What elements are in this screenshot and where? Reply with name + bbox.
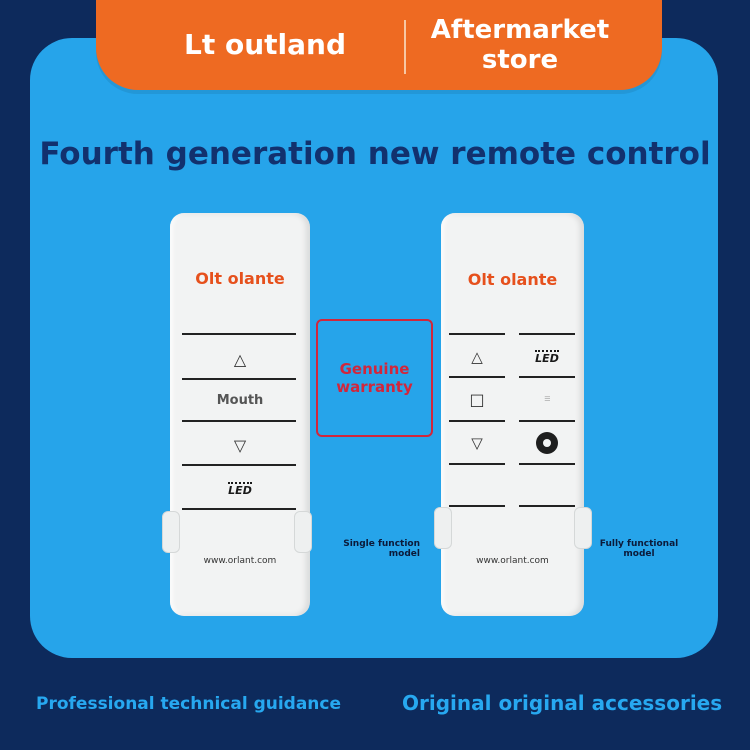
key-divider <box>182 378 296 380</box>
single-function-label: Single function model <box>330 539 420 559</box>
down-button[interactable]: ▽ <box>170 427 310 463</box>
mode-icon: ||| <box>544 396 550 402</box>
key-divider <box>449 505 505 507</box>
up-arrow-icon: △ <box>233 349 247 369</box>
remote-full-url: www.orlant.com <box>476 556 549 566</box>
fully-functional-label: Fully functional model <box>594 539 684 559</box>
blue-panel <box>30 38 718 658</box>
footer-accessories: Original original accessories <box>402 691 723 715</box>
stop-button[interactable]: □ <box>449 381 505 417</box>
key-divider <box>519 420 575 422</box>
warranty-line2: warranty <box>336 378 413 396</box>
banner-store-type-line1: Aftermarket <box>430 15 610 45</box>
remote-fully-functional: Olt olante △ LED □ ||| ▽ www.orlant.com <box>434 213 592 616</box>
led-button[interactable]: LED <box>170 471 310 507</box>
led-button[interactable]: LED <box>519 340 575 374</box>
up-arrow-icon: △ <box>471 348 483 366</box>
fan-icon <box>536 432 558 454</box>
banner-store-type-line2: store <box>481 45 559 75</box>
warranty-line1: Genuine <box>339 360 410 378</box>
led-icon: LED <box>535 350 559 365</box>
holder-clip-right <box>574 507 592 549</box>
fully-functional-label-line1: Fully functional <box>599 539 679 549</box>
holder-clip-left <box>162 511 180 553</box>
key-divider <box>449 333 505 335</box>
up-button[interactable]: △ <box>449 340 505 374</box>
up-button[interactable]: △ <box>170 341 310 377</box>
key-divider <box>519 333 575 335</box>
banner-divider <box>404 20 406 74</box>
remote-single-function: Olt olante △ Mouth ▽ LED www.orlant.com <box>162 213 312 616</box>
down-arrow-icon: ▽ <box>233 435 247 455</box>
single-function-label-line2: model <box>388 549 420 559</box>
key-divider <box>449 376 505 378</box>
genuine-warranty-badge: Genuine warranty <box>316 319 433 437</box>
holder-clip-right <box>294 511 312 553</box>
remote-single-url: www.orlant.com <box>203 556 277 566</box>
key-divider <box>519 376 575 378</box>
down-button[interactable]: ▽ <box>449 425 505 461</box>
mode-button[interactable]: ||| <box>519 381 575 417</box>
remote-full-brand: Olt olante <box>467 270 558 289</box>
key-divider <box>449 463 505 465</box>
banner-store-name: Lt outland <box>184 27 346 61</box>
key-divider <box>182 420 296 422</box>
stop-square-icon: □ <box>469 389 485 409</box>
middle-button[interactable]: Mouth <box>170 383 310 417</box>
top-banner <box>96 0 662 90</box>
holder-clip-left <box>434 507 452 549</box>
key-divider <box>519 463 575 465</box>
key-divider <box>182 464 296 466</box>
fan-button[interactable] <box>519 425 575 461</box>
key-divider <box>182 508 296 510</box>
headline: Fourth generation new remote control <box>39 136 711 172</box>
single-function-label-line1: Single function <box>343 539 420 549</box>
footer-guidance: Professional technical guidance <box>36 694 342 714</box>
led-icon: LED <box>228 482 252 497</box>
fully-functional-label-line2: model <box>623 549 655 559</box>
down-arrow-icon: ▽ <box>471 434 483 452</box>
key-divider <box>519 505 575 507</box>
middle-button-label: Mouth <box>216 392 264 408</box>
remote-single-brand: Olt olante <box>195 269 285 288</box>
key-divider <box>182 333 296 335</box>
key-divider <box>449 420 505 422</box>
banner-store-type: Aftermarket store <box>420 12 620 78</box>
